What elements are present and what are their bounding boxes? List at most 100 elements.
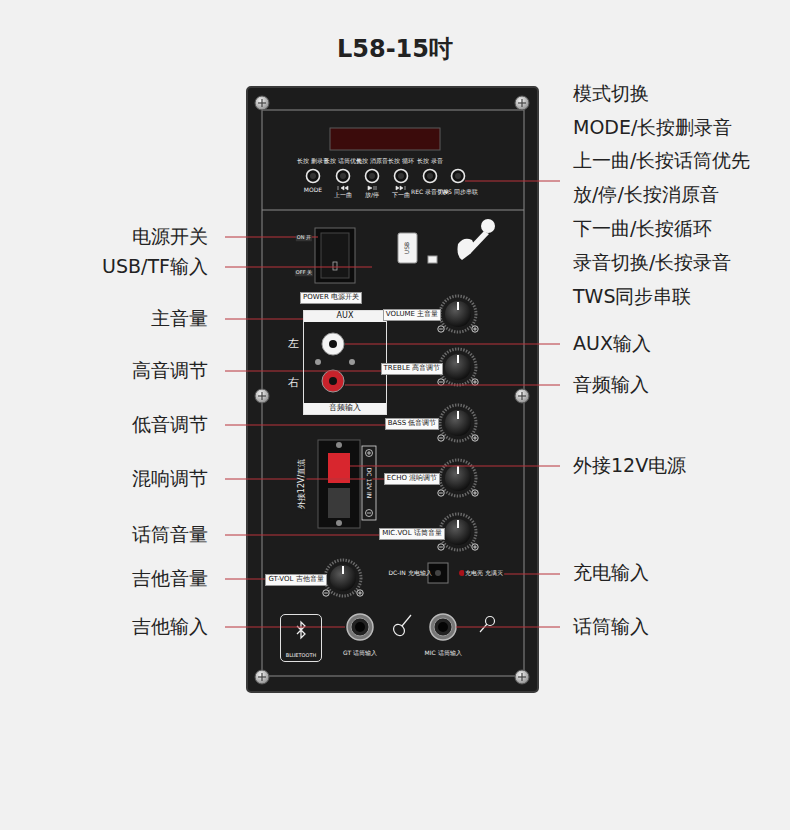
black-clip — [328, 488, 350, 518]
panel-marking: 长按 消原音 — [356, 158, 388, 165]
switch-rocker — [321, 233, 349, 278]
panel-plate — [247, 87, 538, 692]
label-text: ECHO 混响调节 — [387, 475, 437, 483]
switch-housing — [315, 228, 355, 283]
label-text: BASS 低音调节 — [388, 420, 437, 428]
callout-label: TWS同步串联 — [573, 286, 691, 308]
panel-marking: 放/停 — [365, 192, 379, 199]
callout-label: 下一曲/长按循环 — [573, 218, 712, 240]
callout-label: 模式切换 — [573, 83, 649, 105]
dc-pin — [435, 570, 441, 576]
minus-sign — [366, 510, 373, 517]
push-button — [307, 170, 320, 183]
volume-knob — [438, 296, 478, 332]
callout-label: 充电输入 — [573, 562, 649, 584]
panel-marking: 长按 循环 — [388, 158, 414, 165]
panel-marking: USB — [404, 242, 411, 254]
callout-label: USB/TF输入 — [102, 256, 208, 278]
usb-socket — [398, 233, 417, 263]
callout-label: 音频输入 — [573, 374, 649, 396]
leader-line — [225, 371, 393, 372]
screw — [515, 96, 529, 110]
callout-label: 电源开关 — [132, 226, 208, 248]
aux-frame: AUX音频输入 — [303, 310, 387, 415]
callout-label: 低音调节 — [132, 414, 208, 436]
terminal-body — [318, 440, 360, 528]
guitar-icon — [391, 615, 411, 638]
rivet — [315, 359, 321, 365]
jack-hole — [329, 377, 337, 385]
usb-port — [398, 233, 437, 263]
control-label-box: BASS 低音调节 — [385, 418, 440, 430]
control-label-box: POWER 电源开关 — [300, 292, 362, 304]
hand — [458, 239, 474, 260]
panel-marking: DC-IN 充电输入 — [388, 570, 431, 577]
control-label-box: ECHO 混响调节 — [384, 473, 440, 485]
callout-label: 吉他输入 — [132, 616, 208, 638]
panel-marking: 充电亮 充满灭 — [464, 570, 504, 576]
jack-hole — [329, 340, 337, 348]
play-icon — [368, 186, 376, 190]
leader-line — [345, 344, 560, 345]
aux-jack-white — [322, 333, 344, 355]
leader-line — [225, 267, 372, 268]
leader-line — [225, 425, 393, 426]
mic-jack — [430, 614, 456, 640]
mic-hand-icon — [458, 219, 496, 260]
echo-knob — [438, 460, 478, 496]
screw — [515, 670, 529, 684]
callout-label: 高音调节 — [132, 360, 208, 382]
bass-knob — [438, 405, 478, 441]
callout-label: 吉他音量 — [132, 568, 208, 590]
rivet — [349, 359, 355, 365]
callout-label: 录音切换/长按录音 — [573, 252, 731, 274]
push-button — [395, 170, 408, 183]
leader-line — [345, 385, 560, 386]
panel-marking: 长按 录音 — [417, 158, 443, 165]
label-text: TREBLE 高音调节 — [384, 365, 441, 373]
screw — [255, 389, 269, 403]
guitar-jack — [347, 614, 373, 640]
mic-icon — [480, 617, 495, 633]
guitar-body — [391, 622, 406, 638]
power-switch — [315, 228, 355, 283]
panel-marking: GT 话筒输入 — [343, 650, 377, 657]
next-icon — [396, 186, 405, 190]
title: L58-15吋 — [337, 36, 453, 64]
label-text: GT-VOL 吉他音量 — [268, 576, 323, 584]
leader-lines — [225, 181, 560, 627]
screw — [515, 389, 529, 403]
control-label-box: VOLUME 主音量 — [383, 309, 442, 321]
aux-jack-red — [322, 370, 344, 392]
prev-icon — [338, 186, 348, 190]
control-label-box: TREBLE 高音调节 — [381, 363, 444, 375]
switch-mark — [333, 262, 337, 270]
screws — [255, 96, 529, 684]
leader-line — [225, 627, 345, 628]
panel-body — [247, 87, 538, 692]
panel-marking: 上一曲 — [334, 192, 352, 199]
panel-divider — [262, 210, 524, 211]
leader-line — [456, 627, 560, 628]
aux-jacks — [315, 333, 355, 392]
guitar-neck — [402, 615, 411, 626]
panel-marking: ON 开 — [296, 235, 312, 241]
panel-marking: OFF 关 — [295, 270, 313, 276]
leader-line — [225, 535, 393, 536]
rivet — [336, 520, 342, 526]
panel-marking: 右 — [288, 377, 299, 390]
screw — [255, 670, 269, 684]
panel-frame — [262, 110, 524, 676]
control-label-box: MIC.VOL 话筒音量 — [379, 528, 445, 540]
mic-head — [481, 219, 495, 233]
leader-line — [350, 466, 560, 467]
push-button — [337, 170, 350, 183]
label-text: VOLUME 主音量 — [386, 311, 439, 319]
label-text: BLUETOOTH — [281, 653, 321, 659]
screw — [255, 96, 269, 110]
leader-line — [465, 181, 560, 182]
rivet — [336, 442, 342, 448]
bluetooth-icon — [297, 622, 305, 638]
dc-frame — [362, 446, 376, 520]
panel-marking: MODE — [304, 187, 322, 194]
